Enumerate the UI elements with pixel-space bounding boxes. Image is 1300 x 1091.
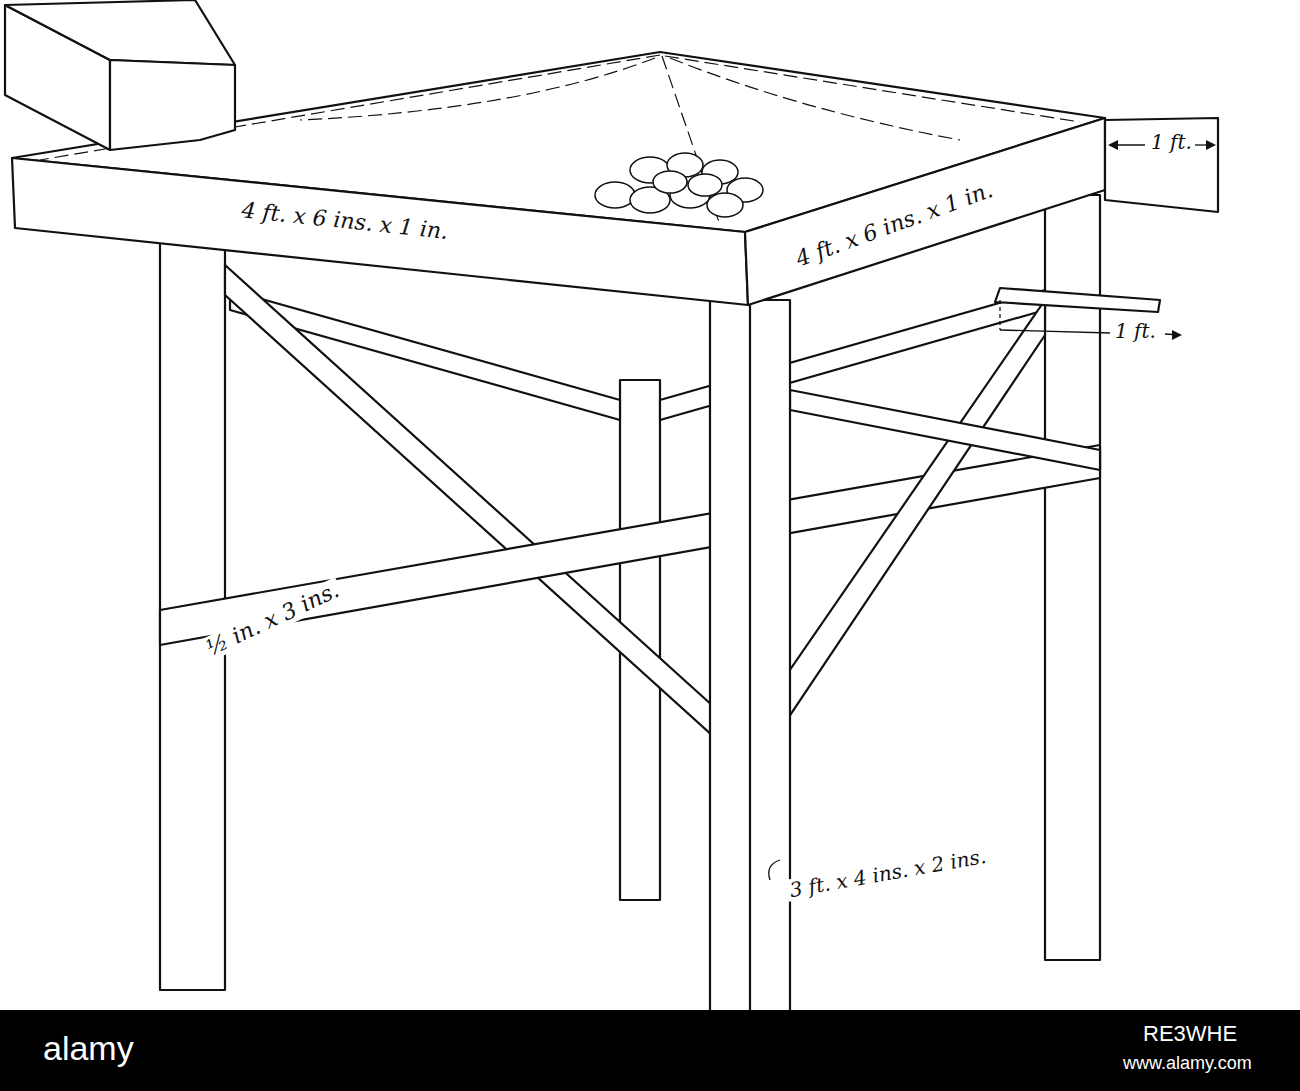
cloth-fold <box>670 58 960 140</box>
shelf-board <box>995 288 1160 312</box>
side-board <box>12 158 748 305</box>
cloth-fold <box>40 55 660 160</box>
watermark-url: www.alamy.com <box>1120 1054 1255 1074</box>
cross-brace <box>230 290 620 420</box>
leg-edge <box>749 300 751 1060</box>
cloth-fold <box>300 58 655 120</box>
table-leg <box>710 300 790 1060</box>
potato <box>707 193 743 217</box>
cloth-fold <box>665 56 1080 122</box>
potato <box>595 182 635 208</box>
dimension-label: 3 ft. x 4 ins. x 2 ins. <box>785 844 991 901</box>
chute-box <box>110 60 235 150</box>
dimension-label: 1 ft. <box>1112 320 1159 342</box>
potato <box>653 171 687 193</box>
arrowhead <box>1172 330 1182 340</box>
potato <box>688 174 722 196</box>
cross-brace <box>225 265 745 765</box>
image-id: RE3WHE <box>1140 1022 1240 1046</box>
watermark-band <box>0 1010 1300 1091</box>
arrowhead <box>1206 140 1216 150</box>
dimension-line <box>999 300 1000 330</box>
cross-brace <box>790 390 1100 470</box>
watermark-logo: alamy <box>40 1030 137 1067</box>
leader-line <box>769 860 780 880</box>
chute-box <box>5 0 235 65</box>
table-leg <box>1045 195 1100 960</box>
side-board <box>745 118 1105 305</box>
arrowhead <box>1108 140 1118 150</box>
dimension-line <box>1000 330 1110 333</box>
end-board <box>1105 118 1218 212</box>
dimension-label: 1 ft. <box>1148 131 1195 153</box>
